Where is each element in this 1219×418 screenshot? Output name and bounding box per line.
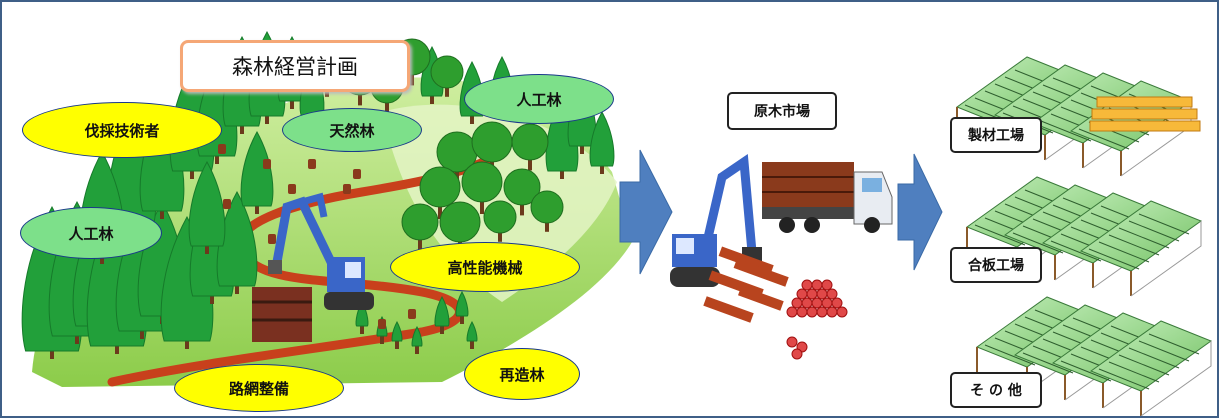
factory-building [965,176,1203,297]
log-end [811,279,823,291]
tree-stump [288,184,296,194]
tree-stump [268,234,276,244]
label-natural-forest: 天然林 [282,108,422,152]
harvester-machine [252,192,374,342]
tree-stumps [218,144,416,329]
broadleaf-trees [310,38,564,254]
log-end [826,306,838,318]
log-end [806,288,818,300]
log-end [836,306,848,318]
flow-arrow-2 [897,153,943,271]
broadleaf-tree [483,200,517,242]
tree-stump [308,159,316,169]
broadleaf-tree [461,161,503,214]
log-end [791,297,803,309]
label-log-market: 原木市場 [727,92,837,130]
broadleaf-tree [401,203,439,251]
log [733,258,789,287]
conifer-tree [455,290,469,324]
tree-stump [263,159,271,169]
log [738,285,784,311]
log-pile [703,246,848,360]
log-end [811,297,823,309]
market-excavator [670,153,762,287]
label-plywood-factory: 合板工場 [950,247,1042,283]
tree-stump [343,184,351,194]
label-other: そ の 他 [950,372,1042,408]
log-end [826,288,838,300]
log-end [806,306,818,318]
broadleaf-tree [503,168,541,216]
broadleaf-tree [430,55,464,97]
label-plantation-left: 人工林 [20,207,162,259]
conifer-tree [411,325,423,354]
lumber-stack [1089,96,1201,132]
log-end [796,288,808,300]
conifer-tree [355,300,369,334]
label-sawmill: 製材工場 [950,117,1042,153]
forest-management-plan-title: 森林経営計画 [180,40,410,92]
label-reforestation: 再造林 [464,348,580,400]
broadleaf-tree [530,190,564,232]
tree-stump [378,319,386,329]
label-felling-technicians: 伐採技術者 [22,102,222,158]
log-end [801,279,813,291]
tree-stump [223,199,231,209]
factory-building [975,296,1213,416]
conifer-tree [466,320,478,349]
flow-arrow-1 [619,149,673,275]
conifer-tree [391,320,403,349]
log [703,296,754,323]
log-end [801,297,813,309]
label-high-performance-machinery: 高性能機械 [390,242,580,292]
label-road-network: 路網整備 [174,364,344,412]
log-end [831,297,843,309]
log-end [821,297,833,309]
log-truck [762,162,893,233]
conifer-tree [188,160,226,254]
broadleaf-tree [511,123,549,171]
tree-stump [353,169,361,179]
label-plantation-top: 人工林 [464,74,614,124]
broadleaf-tree [419,166,461,219]
conifer-tree [589,110,615,174]
log-end [821,279,833,291]
conifer-tree [434,295,450,334]
log-end [816,288,828,300]
log-end [786,306,798,318]
log-end [796,306,808,318]
tree-stump [218,144,226,154]
log-end [816,306,828,318]
log-end [786,336,798,348]
log-end [791,348,803,360]
tree-stump [408,309,416,319]
